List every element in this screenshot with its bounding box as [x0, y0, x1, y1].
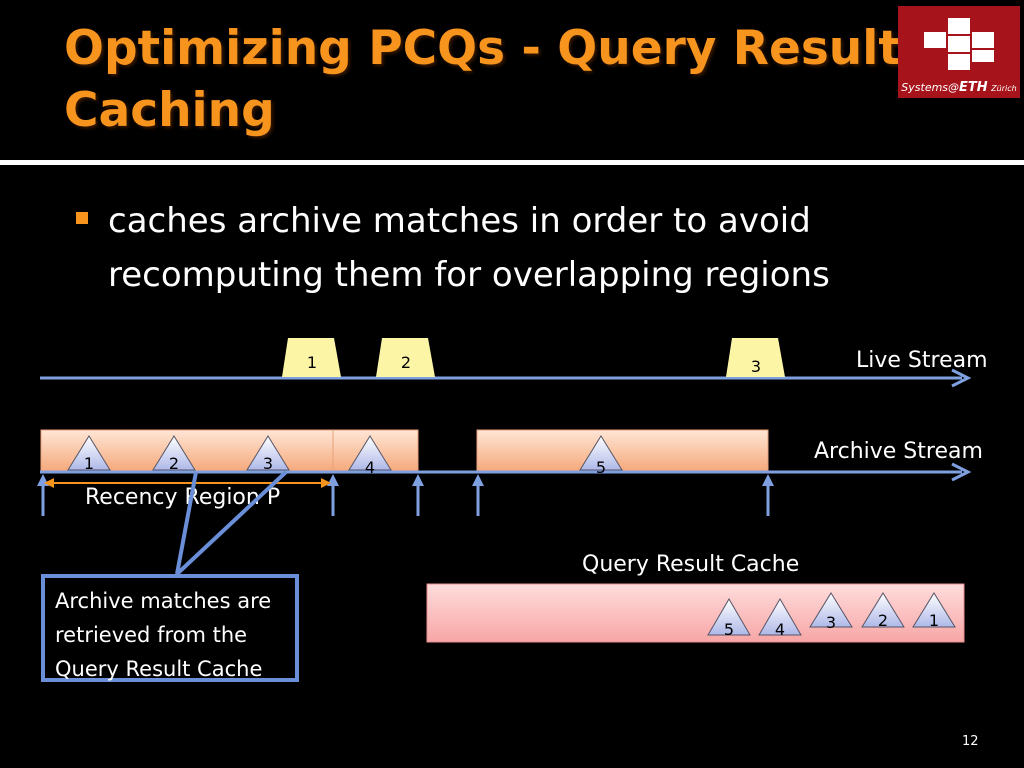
cache-item-2: [861, 592, 905, 628]
live-stream-label: Live Stream: [856, 348, 988, 373]
archive-regions: [40, 429, 769, 472]
cache-item-5: [707, 598, 751, 636]
cache-item-1: [912, 592, 956, 628]
callout-pointer-line-2: [175, 470, 288, 576]
live-event-3: [726, 338, 785, 377]
live-event-label-3: 3: [751, 357, 761, 376]
page-number: 12: [962, 734, 979, 749]
live-event-label-1: 1: [307, 353, 317, 372]
archive-match-label-5: 5: [596, 458, 606, 477]
boundary-arrowhead-3: [412, 474, 424, 486]
logo-prefix: Systems@: [901, 81, 960, 94]
recency-bracket-left-head: [44, 478, 54, 488]
cache-item-label-4: 4: [775, 620, 785, 639]
archive-match-label-1: 1: [84, 454, 94, 473]
eth-logo-icon: [924, 18, 994, 70]
live-stream: Live Stream 1 2 3: [40, 338, 988, 388]
archive-match-2: [152, 435, 196, 471]
title-divider: [0, 160, 1024, 165]
archive-region-box: [476, 429, 769, 472]
bullet-square-icon: [76, 212, 88, 224]
archive-matches: 1 2 3 4 5: [67, 435, 623, 477]
recency-region-bracket: [44, 478, 331, 488]
archive-match-label-2: 2: [169, 454, 179, 473]
callout-pointer: [175, 470, 288, 576]
cache-item-label-5: 5: [724, 620, 734, 639]
live-stream-arrowhead: [951, 368, 972, 388]
cache-item-3: [809, 592, 853, 628]
logo-caption: Systems@ETH Zürich: [898, 80, 1020, 95]
archive-match-4: [348, 435, 392, 471]
bullet-text: caches archive matches in order to avoid…: [108, 201, 830, 295]
callout-box: Archive matches are retrieved from the Q…: [41, 574, 299, 682]
cache-items: 5 4 3 2 1: [707, 592, 956, 639]
boundary-arrowhead-4: [472, 474, 484, 486]
cache-item-label-3: 3: [826, 613, 836, 632]
live-event-1: [282, 338, 341, 377]
cache-item-label-1: 1: [929, 611, 939, 630]
archive-match-5: [579, 435, 623, 471]
boundary-arrowhead-5: [762, 474, 774, 486]
eth-logo: [898, 6, 1020, 98]
archive-match-1: [67, 435, 111, 471]
recency-bracket-right-head: [321, 478, 331, 488]
logo-suffix: Zürich: [991, 84, 1017, 93]
cache-item-4: [758, 598, 802, 636]
live-event-2: [376, 338, 435, 377]
archive-stream-label: Archive Stream: [814, 439, 983, 464]
archive-stream-arrowhead: [951, 462, 972, 482]
cache-item-label-2: 2: [878, 611, 888, 630]
callout-pointer-line-1: [175, 471, 198, 575]
archive-match-label-4: 4: [365, 458, 375, 477]
archive-match-label-3: 3: [263, 454, 273, 473]
slide-title: Optimizing PCQs - Query Result Caching: [64, 21, 901, 138]
boundary-arrowhead-2: [327, 474, 339, 486]
archive-match-3: [246, 435, 290, 471]
cache-label: Query Result Cache: [582, 552, 799, 577]
live-event-label-2: 2: [401, 353, 411, 372]
logo-name: ETH: [959, 80, 988, 95]
